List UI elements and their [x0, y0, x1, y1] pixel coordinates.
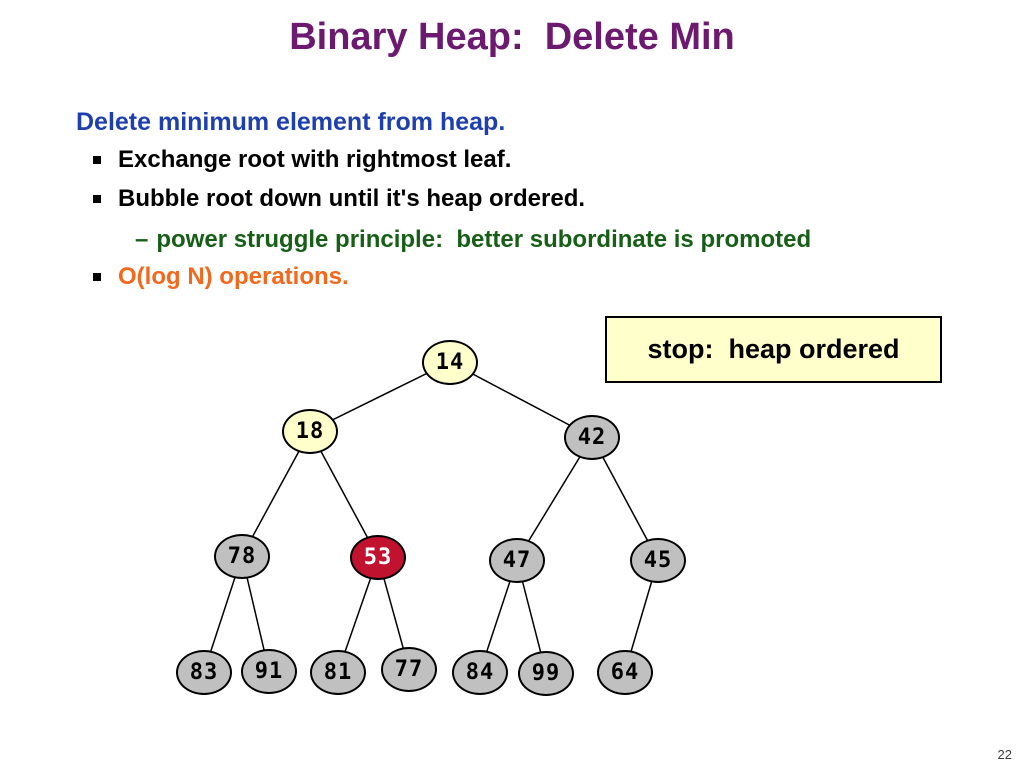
tree-node-81: 81: [310, 649, 366, 695]
tree-node-42: 42: [564, 414, 620, 460]
tree-node-78: 78: [214, 533, 270, 579]
square-bullet-icon: [93, 273, 101, 281]
tree-node-47: 47: [489, 537, 545, 583]
tree-node-64: 64: [597, 649, 653, 695]
tree-node-83: 83: [176, 649, 232, 695]
dash-bullet-icon: –: [135, 226, 149, 253]
square-bullet-icon: [93, 156, 101, 164]
square-bullet-icon: [93, 195, 101, 203]
tree-node-84: 84: [452, 649, 508, 695]
page-number: 22: [997, 747, 1012, 762]
stop-heap-ordered-callout: stop: heap ordered: [605, 316, 942, 383]
slide-title: Binary Heap: Delete Min: [289, 16, 735, 58]
tree-node-14: 14: [422, 339, 478, 385]
bullet-item: Exchange root with rightmost leaf.: [93, 147, 511, 173]
tree-node-99: 99: [518, 650, 574, 696]
tree-node-77: 77: [381, 646, 437, 692]
tree-node-45: 45: [630, 537, 686, 583]
section-heading: Delete minimum element from heap.: [76, 108, 506, 136]
sub-bullet-item: – power struggle principle: better subor…: [135, 226, 811, 254]
tree-node-18: 18: [282, 408, 338, 454]
bullet-text: Exchange root with rightmost leaf.: [118, 146, 512, 173]
bullet-text: O(log N) operations.: [118, 263, 349, 290]
tree-node-53: 53: [350, 534, 406, 580]
tree-node-91: 91: [241, 648, 297, 694]
bullet-text: power struggle principle: better subordi…: [156, 226, 812, 253]
bullet-item: Bubble root down until it's heap ordered…: [93, 186, 585, 212]
bullet-text: Bubble root down until it's heap ordered…: [118, 185, 586, 212]
bullet-item: O(log N) operations.: [93, 264, 349, 290]
